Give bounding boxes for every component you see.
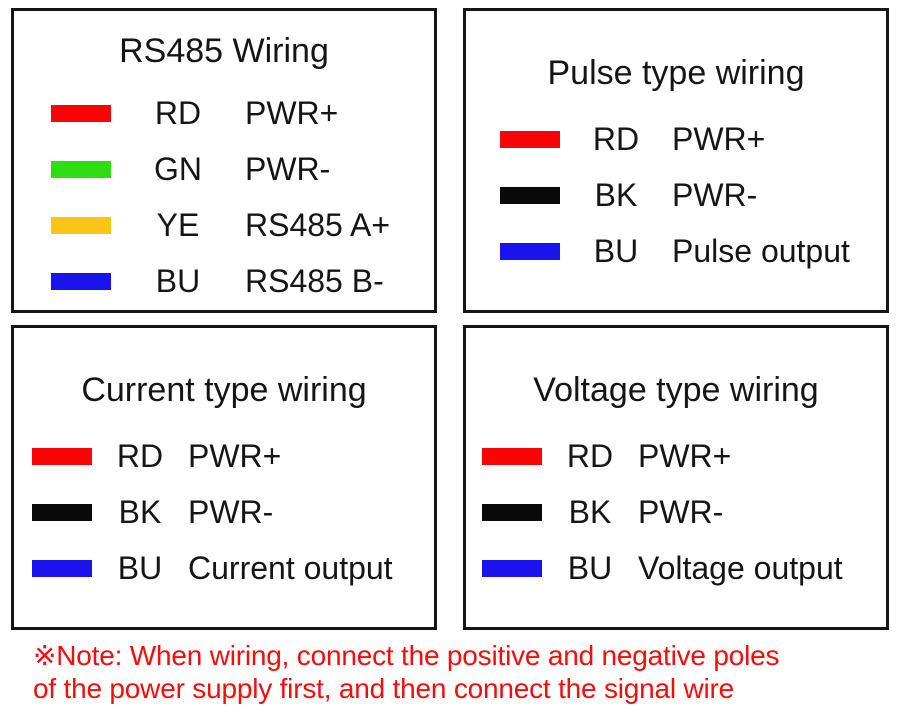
wiring-box-pulse: Pulse type wiring RD PWR+ BK PWR- BU Pul… [463,8,889,313]
wire-function-label: PWR- [672,176,758,213]
wire-row: BU Current output [32,540,434,596]
wire-rows: RD PWR+ GN PWR- YE RS485 A+ BU RS485 B- [14,85,434,309]
wire-function-label: PWR- [245,150,331,187]
wire-color-swatch-green [51,160,111,178]
wire-color-swatch-red [482,447,542,465]
wire-row: RD PWR+ [482,428,886,484]
wire-color-swatch-yellow [51,216,111,234]
wire-function-label: Voltage output [638,549,843,586]
wire-row: RD PWR+ [32,428,434,484]
wire-color-swatch-red [32,447,92,465]
wire-code: GN [154,150,202,187]
wire-function-label: PWR- [638,493,724,530]
wire-color-swatch-blue [482,559,542,577]
wire-function-label: PWR+ [245,94,339,131]
wire-row: YE RS485 A+ [51,197,434,253]
note-line-1: ※Note: When wiring, connect the positive… [33,640,780,671]
wire-code: RD [154,94,202,131]
wire-code: BK [568,493,612,530]
wiring-box-current: Current type wiring RD PWR+ BK PWR- BU C… [11,325,437,630]
wire-row: BK PWR- [482,484,886,540]
wire-code: BK [118,493,162,530]
wire-color-swatch-blue [500,242,560,260]
wire-function-label: PWR+ [638,437,732,474]
wire-code: RD [592,120,640,157]
wire-rows: RD PWR+ BK PWR- BU Pulse output [466,111,886,279]
wire-code: BU [567,549,613,586]
note-line-2: of the power supply first, and then conn… [33,673,735,704]
wire-function-label: PWR+ [672,120,766,157]
wire-row: RD PWR+ [500,111,886,167]
wire-row: BU Voltage output [482,540,886,596]
box-title-current: Current type wiring [81,371,367,409]
wire-color-swatch-black [482,503,542,521]
box-title-pulse: Pulse type wiring [547,54,805,92]
wire-function-label: RS485 A+ [245,206,390,243]
wire-row: GN PWR- [51,141,434,197]
wire-row: BU RS485 B- [51,253,434,309]
wire-code: BU [155,262,201,299]
wire-row: BU Pulse output [500,223,886,279]
wire-row: RD PWR+ [51,85,434,141]
wire-code: RD [116,437,164,474]
wire-function-label: PWR- [188,493,274,530]
wire-color-swatch-blue [32,559,92,577]
box-title-rs485: RS485 Wiring [119,32,329,70]
wiring-note: ※Note: When wiring, connect the positive… [33,639,780,705]
box-title-voltage: Voltage type wiring [533,371,819,409]
wire-rows: RD PWR+ BK PWR- BU Voltage output [466,428,886,596]
wire-function-label: Pulse output [672,232,850,269]
wire-code: YE [156,206,200,243]
wire-function-label: RS485 B- [245,262,384,299]
wire-color-swatch-red [51,104,111,122]
wire-row: BK PWR- [32,484,434,540]
wiring-box-rs485: RS485 Wiring RD PWR+ GN PWR- YE RS485 A+… [11,8,437,313]
wire-color-swatch-red [500,130,560,148]
wire-row: BK PWR- [500,167,886,223]
wire-code: BU [593,232,639,269]
wire-color-swatch-blue [51,272,111,290]
wire-color-swatch-black [32,503,92,521]
wire-code: RD [566,437,614,474]
wire-rows: RD PWR+ BK PWR- BU Current output [14,428,434,596]
wire-code: BK [594,176,638,213]
wire-function-label: PWR+ [188,437,282,474]
wire-function-label: Current output [188,549,393,586]
wiring-box-voltage: Voltage type wiring RD PWR+ BK PWR- BU V… [463,325,889,630]
wire-color-swatch-black [500,186,560,204]
wire-code: BU [117,549,163,586]
